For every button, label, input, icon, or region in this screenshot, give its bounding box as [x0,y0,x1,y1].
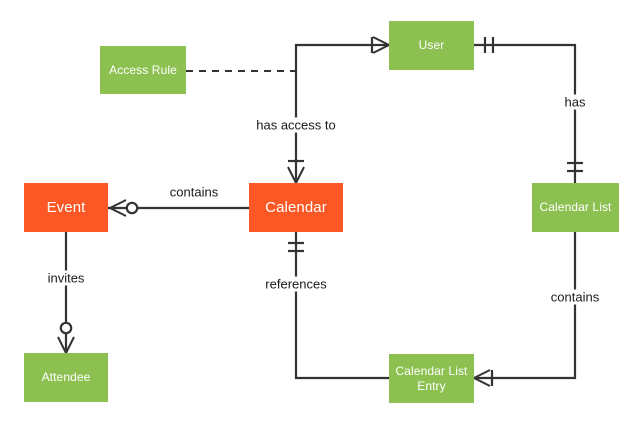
crowsfoot-attendee-top [57,321,75,354]
entity-user[interactable]: User [389,21,474,70]
rel-label-has: has [561,94,589,110]
entity-label-access-rule: Access Rule [109,62,177,77]
marker-calendar-list-top [567,161,583,173]
entity-calendar[interactable]: Calendar [249,183,343,232]
entity-label-event: Event [46,198,86,216]
rel-label-has-access-to: has access to [253,117,339,133]
connector-has [474,43,577,183]
connector-references [294,232,389,380]
rel-label-contains-list-entry: contains [547,289,603,305]
entity-label-user: User [418,38,445,53]
entity-label-attendee: Attendee [41,370,91,385]
entity-attendee[interactable]: Attendee [24,353,108,402]
connector-contains-list-entry [474,232,577,380]
rel-label-contains-event-calendar: contains [166,184,222,200]
crowsfoot-event-right [109,199,139,217]
marker-calendar-top [287,159,305,184]
rel-label-invites: invites [44,270,88,286]
connector-has-access-to [294,43,389,183]
entity-calendar-list[interactable]: Calendar List [532,183,619,232]
entity-label-calendar-list: Calendar List [539,200,612,215]
rel-label-references: references [262,276,330,292]
crowsfoot-cle-right [473,369,494,387]
marker-user-right [483,37,495,53]
entity-calendar-list-entry[interactable]: Calendar List Entry [389,354,474,403]
entity-label-calendar-list-entry: Calendar List Entry [395,364,468,393]
entity-access-rule[interactable]: Access Rule [100,46,186,94]
crowsfoot-user-left [370,36,390,54]
marker-calendar-bottom [288,241,304,253]
entity-label-calendar: Calendar [265,198,327,216]
entity-event[interactable]: Event [24,183,108,232]
